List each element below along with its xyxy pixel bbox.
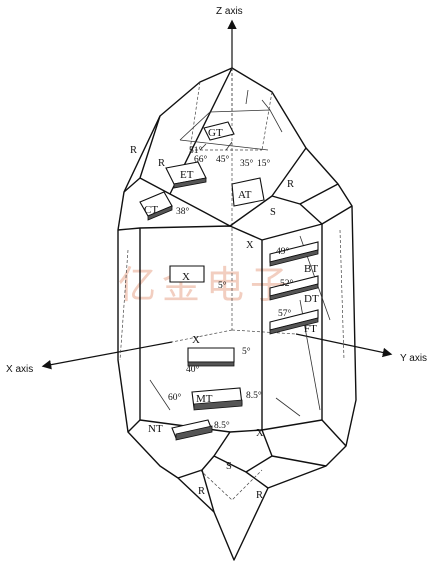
y-axis-hidden	[231, 329, 297, 335]
nt-plate: NT 8.5°	[148, 419, 230, 441]
gt-angle-2: 45°	[216, 154, 230, 165]
face-r-lower-left: R	[198, 486, 205, 497]
ft-plate: FT 57°	[269, 308, 319, 335]
bt-plate: BT 49°	[269, 241, 319, 275]
ft-angle: 57°	[278, 308, 292, 319]
at-plate: AT 35° 15°	[231, 158, 271, 207]
x-lower-angle: 5°	[242, 346, 251, 357]
ct-label: CT	[144, 204, 158, 216]
at-angle-2: 15°	[257, 158, 271, 169]
et-plate: ET 66°	[165, 154, 208, 189]
face-r-lower-right: R	[256, 490, 263, 501]
bt-angle: 49°	[276, 246, 290, 257]
x-lower-plate: X 5°	[187, 334, 251, 367]
at-label: AT	[238, 189, 252, 201]
watermark: 亿金电子	[118, 263, 294, 307]
gt-angle-marks	[199, 141, 233, 151]
mt-angle-2: 60°	[168, 392, 182, 403]
face-r-upper-mid: R	[158, 158, 165, 169]
x-upper-plate: X 5°	[169, 265, 227, 291]
x-axis-label: X axis	[6, 364, 33, 375]
x-lower-label: X	[192, 334, 200, 346]
crystal-silhouette	[117, 67, 357, 561]
x-axis-line	[41, 341, 173, 370]
x-upper-angle: 5°	[218, 280, 227, 291]
mt-label: MT	[196, 393, 213, 405]
axis-labels: Z axis X axis Y axis	[6, 6, 427, 375]
ct-plate: CT 38°	[139, 191, 190, 221]
at-angle-1: 35°	[240, 158, 254, 169]
lower-face-edges	[127, 419, 347, 513]
x-upper-label: X	[182, 271, 190, 283]
nt-angle: 8.5°	[214, 420, 230, 431]
dt-angle: 52°	[280, 278, 294, 289]
et-label: ET	[180, 169, 194, 181]
mt-plate: MT 40° 60° 8.5°	[168, 364, 262, 411]
face-labels: R R R S X X S R R	[130, 145, 294, 501]
et-angle: 66°	[194, 154, 208, 165]
mt-angle-1: 40°	[186, 364, 200, 375]
gt-label: GT	[208, 127, 223, 139]
mt-angle-3: 8.5°	[246, 390, 262, 401]
y-axis-line	[295, 333, 393, 358]
crystal-outline	[117, 67, 357, 561]
face-r-upper-right: R	[287, 179, 294, 190]
nt-label: NT	[148, 423, 163, 435]
bt-label: BT	[304, 263, 318, 275]
x-axis-hidden	[171, 329, 233, 343]
gt-angle-1: 51°	[189, 145, 203, 156]
ct-angle: 38°	[176, 206, 190, 217]
axes	[41, 19, 393, 370]
face-r-upper-left: R	[130, 145, 137, 156]
prism-edges	[117, 223, 323, 430]
ft-label: FT	[304, 323, 317, 335]
face-x-right: X	[246, 240, 254, 251]
z-axis-label: Z axis	[216, 6, 243, 17]
face-s-lower: S	[226, 461, 232, 472]
dt-label: DT	[304, 293, 319, 305]
dt-plate: DT 52°	[269, 275, 319, 305]
face-x-lower: X	[256, 428, 264, 439]
gt-plate: GT 51° 45°	[189, 121, 235, 165]
y-axis-label: Y axis	[400, 353, 427, 364]
cut-plates: GT 51° 45° ET 66° AT 35° 15° CT 38°	[139, 121, 319, 441]
face-s-upper: S	[270, 207, 276, 218]
